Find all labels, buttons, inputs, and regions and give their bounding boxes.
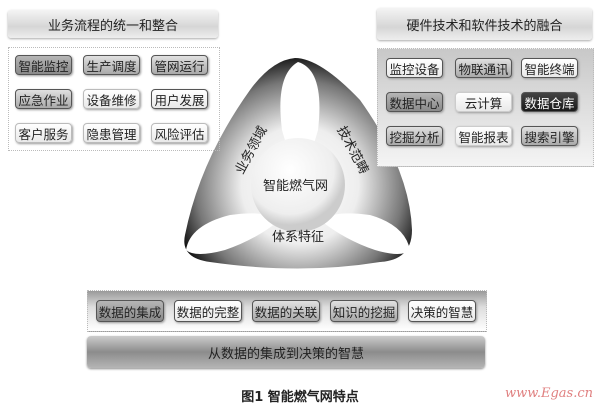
item-cloud-computing: 云计算 xyxy=(455,92,512,112)
item-pipeline-operation: 管网运行 xyxy=(151,55,208,75)
item-data-center: 数据中心 xyxy=(386,92,443,112)
system-features-label: 体系特征 xyxy=(272,230,325,245)
item-equipment-maintenance: 设备维修 xyxy=(83,89,140,109)
item-risk-assessment: 风险评估 xyxy=(151,123,208,143)
item-data-association: 数据的关联 xyxy=(252,300,320,322)
item-smart-monitoring: 智能监控 xyxy=(15,55,72,75)
petal-left xyxy=(186,213,280,254)
item-emergency: 应急作业 xyxy=(15,89,72,109)
data-panel: 数据的集成 数据的完整 数据的关联 知识的挖掘 决策的智慧 xyxy=(87,290,487,332)
core-label: 智能燃气网 xyxy=(263,179,329,194)
item-production-dispatch: 生产调度 xyxy=(83,55,140,75)
item-smart-report: 智能报表 xyxy=(455,126,512,146)
tech-panel: 监控设备 物联通讯 智能终端 数据中心 云计算 数据仓库 挖掘分析 智能报表 搜… xyxy=(377,48,594,167)
item-mining-analysis: 挖掘分析 xyxy=(386,126,443,146)
tech-panel-title: 硬件技术和软件技术的融合 xyxy=(377,8,592,40)
item-iot-communication: 物联通讯 xyxy=(455,58,512,78)
item-smart-terminal: 智能终端 xyxy=(521,58,578,78)
item-data-warehouse: 数据仓库 xyxy=(521,92,578,112)
item-user-development: 用户发展 xyxy=(151,89,208,109)
item-knowledge-mining: 知识的挖掘 xyxy=(330,300,398,322)
item-data-completeness: 数据的完整 xyxy=(174,300,242,322)
item-hazard-management: 隐患管理 xyxy=(83,123,140,143)
business-panel: 智能监控 生产调度 管网运行 应急作业 设备维修 用户发展 客户服务 隐患管理 … xyxy=(8,47,220,151)
item-monitoring-device: 监控设备 xyxy=(386,58,443,78)
core-circle xyxy=(251,138,345,232)
petal-right xyxy=(320,213,410,254)
item-decision-wisdom: 决策的智慧 xyxy=(408,300,476,322)
watermark: www.Egas.cn xyxy=(505,386,593,401)
business-panel-title: 业务流程的统一和整合 xyxy=(8,10,218,38)
figure-caption: 图1 智能燃气网特点 xyxy=(241,390,359,405)
summary-bar: 从数据的集成到决策的智慧 xyxy=(87,336,485,368)
item-data-integration: 数据的集成 xyxy=(96,300,164,322)
item-customer-service: 客户服务 xyxy=(15,123,72,143)
item-search-engine: 搜索引擎 xyxy=(521,126,578,146)
